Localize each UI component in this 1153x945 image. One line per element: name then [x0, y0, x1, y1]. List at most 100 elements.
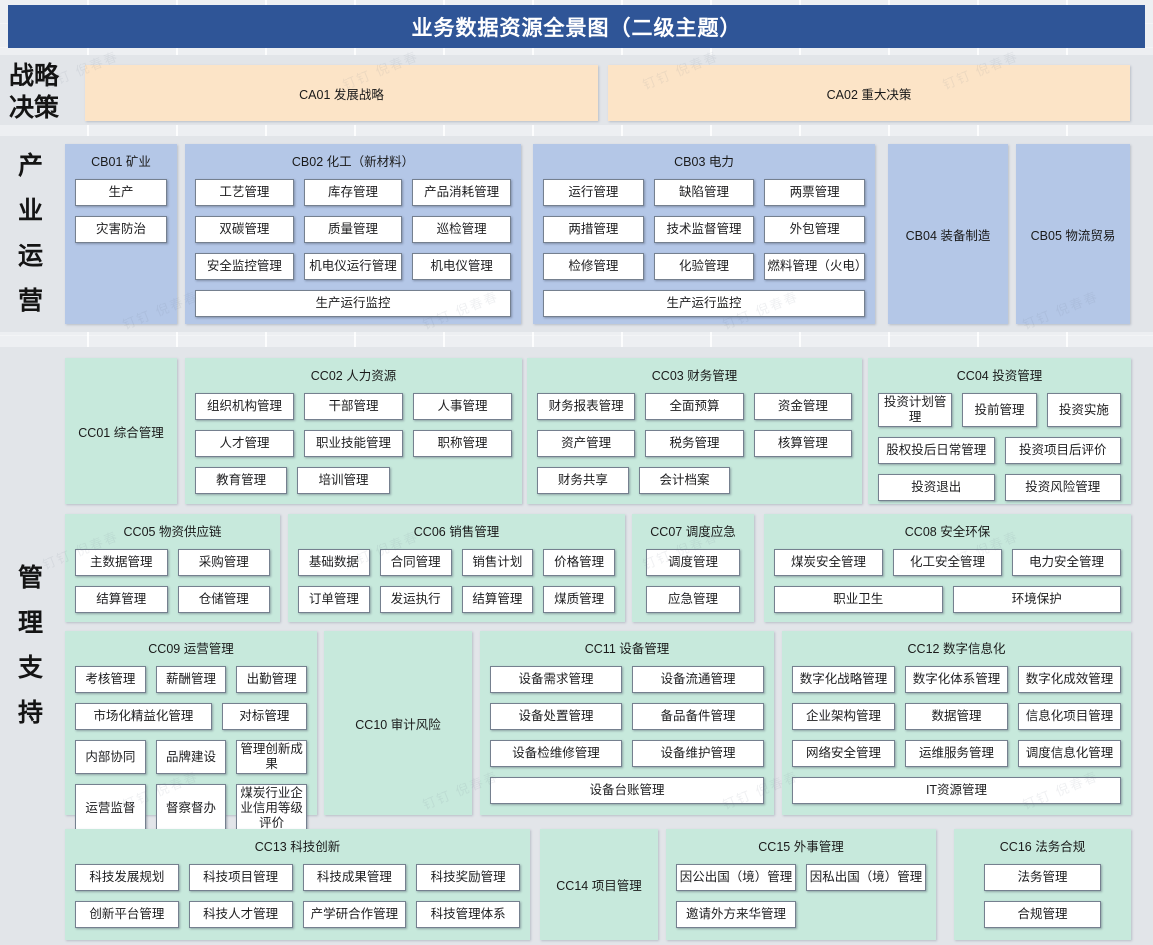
box-cc12-0-2: 数字化成效管理 — [1018, 666, 1121, 693]
box-cc05-1-1: 仓储管理 — [177, 586, 270, 613]
box-cc13-1-3: 科技管理体系 — [416, 901, 520, 928]
box-cc02-0-1: 干部管理 — [304, 393, 403, 420]
block-title-ca01: CA01 发展战略 — [299, 87, 384, 102]
block-title-cc01: CC01 综合管理 — [78, 425, 164, 440]
box-cb03-0-1: 缺陷管理 — [653, 179, 755, 206]
box-cc04-0-2: 投资实施 — [1046, 393, 1121, 427]
box-cc12-2-0: 网络安全管理 — [792, 740, 895, 767]
box-cc06-0-1: 合同管理 — [379, 549, 452, 576]
block-cc16: CC16 法务合规法务管理合规管理 — [954, 829, 1131, 940]
box-cc09-2-0: 内部协同 — [75, 740, 146, 774]
box-cc04-2-1: 投资风险管理 — [1004, 474, 1121, 501]
block-title-cc05: CC05 物资供应链 — [123, 525, 222, 539]
block-title-cb03: CB03 电力 — [674, 155, 734, 169]
box-cb01-0-0: 生产 — [75, 179, 167, 206]
box-cc03-0-0: 财务报表管理 — [537, 393, 636, 420]
block-cc10: CC10 审计风险 — [324, 631, 472, 815]
box-cc07-0-0: 调度管理 — [646, 549, 740, 576]
box-cb02-2-1: 机电仪运行管理 — [303, 253, 403, 280]
box-cb03-2-1: 化验管理 — [653, 253, 755, 280]
box-cc06-0-2: 销售计划 — [461, 549, 534, 576]
box-cb03-1-0: 两措管理 — [543, 216, 644, 243]
box-cc06-1-3: 煤质管理 — [543, 586, 615, 613]
block-title-cc12: CC12 数字信息化 — [907, 642, 1006, 656]
block-cc05: CC05 物资供应链主数据管理采购管理结算管理仓储管理 — [65, 514, 280, 622]
diagram-title-bar: 业务数据资源全景图（二级主题） — [8, 5, 1145, 48]
box-cc11-3-0: 设备台账管理 — [490, 777, 764, 804]
box-cc15-0-1: 因私出国（境）管理 — [806, 864, 926, 891]
block-title-cc16: CC16 法务合规 — [999, 840, 1086, 854]
box-cc11-2-0: 设备检维修管理 — [490, 740, 622, 767]
box-cc03-2-0: 财务共享 — [537, 467, 629, 494]
box-cb02-2-0: 安全监控管理 — [195, 253, 294, 280]
block-cc07: CC07 调度应急调度管理应急管理 — [632, 514, 754, 622]
box-cc15-1-0: 邀请外方来华管理 — [676, 901, 796, 928]
box-cc02-1-0: 人才管理 — [195, 430, 294, 457]
box-cb03-1-2: 外包管理 — [764, 216, 866, 243]
box-cb03-2-2: 燃料管理（火电） — [764, 253, 867, 280]
box-cc09-1-0: 市场化精益化管理 — [75, 703, 212, 730]
box-cc02-2-1: 培训管理 — [297, 467, 390, 494]
block-title-cb05: CB05 物流贸易 — [1030, 228, 1116, 243]
box-cc03-1-1: 税务管理 — [645, 430, 744, 457]
box-cc04-2-0: 投资退出 — [878, 474, 995, 501]
box-cc09-0-1: 薪酬管理 — [155, 666, 227, 693]
box-cc08-0-2: 电力安全管理 — [1012, 549, 1121, 576]
block-cc08: CC08 安全环保煤炭安全管理化工安全管理电力安全管理职业卫生环境保护 — [764, 514, 1131, 622]
box-cc12-3-0: IT资源管理 — [792, 777, 1121, 804]
zone-strategy: CA01 发展战略 CA02 重大决策 — [0, 55, 1153, 125]
block-title-cc08: CC08 安全环保 — [904, 525, 991, 539]
box-cc11-1-0: 设备处置管理 — [490, 703, 622, 730]
box-cc12-0-1: 数字化体系管理 — [905, 666, 1008, 693]
block-cc09: CC09 运营管理考核管理薪酬管理出勤管理市场化精益化管理对标管理内部协同品牌建… — [65, 631, 317, 833]
box-cc16-0-0: 法务管理 — [984, 864, 1101, 891]
block-ca01: CA01 发展战略 — [85, 65, 598, 121]
block-cc04: CC04 投资管理投资计划管理投前管理投资实施股权投后日常管理投资项目后评价投资… — [868, 358, 1131, 504]
zone-label-strategy: 战略决策 — [8, 62, 59, 122]
block-cc11: CC11 设备管理设备需求管理设备流通管理设备处置管理备品备件管理设备检维修管理… — [480, 631, 774, 815]
box-cc12-1-0: 企业架构管理 — [792, 703, 895, 730]
box-cc09-3-2: 煤炭行业企业信用等级评价 — [236, 784, 308, 833]
box-cb03-0-0: 运行管理 — [543, 179, 644, 206]
box-cc04-1-0: 股权投后日常管理 — [878, 437, 995, 464]
block-title-cb01: CB01 矿业 — [91, 155, 151, 169]
box-cc03-1-2: 核算管理 — [753, 430, 852, 457]
box-cc11-2-1: 设备维护管理 — [632, 740, 764, 767]
box-cb02-0-0: 工艺管理 — [195, 179, 294, 206]
box-cc12-1-1: 数据管理 — [905, 703, 1008, 730]
box-cc15-0-0: 因公出国（境）管理 — [676, 864, 796, 891]
box-cc06-1-1: 发运执行 — [379, 586, 452, 613]
block-cc06: CC06 销售管理基础数据合同管理销售计划价格管理订单管理发运执行结算管理煤质管… — [288, 514, 625, 622]
zone-label-industry: 产业运营 — [17, 152, 43, 315]
box-cc03-1-0: 资产管理 — [537, 430, 636, 457]
box-cc06-1-2: 结算管理 — [461, 586, 534, 613]
box-cc09-2-1: 品牌建设 — [155, 740, 227, 774]
box-cc16-1-0: 合规管理 — [984, 901, 1101, 928]
box-cc08-0-0: 煤炭安全管理 — [774, 549, 883, 576]
box-cb02-1-0: 双碳管理 — [195, 216, 294, 243]
box-cb02-0-2: 产品消耗管理 — [412, 179, 512, 206]
box-cc12-0-0: 数字化战略管理 — [792, 666, 895, 693]
box-cc05-1-0: 结算管理 — [75, 586, 168, 613]
block-cc01: CC01 综合管理 — [65, 358, 177, 504]
box-cc04-0-0: 投资计划管理 — [878, 393, 953, 427]
box-cc13-1-0: 创新平台管理 — [75, 901, 179, 928]
block-cc03: CC03 财务管理财务报表管理全面预算资金管理资产管理税务管理核算管理财务共享会… — [527, 358, 862, 504]
block-cc12: CC12 数字信息化数字化战略管理数字化体系管理数字化成效管理企业架构管理数据管… — [782, 631, 1131, 815]
block-title-cb04: CB04 装备制造 — [905, 228, 991, 243]
box-cc13-0-2: 科技成果管理 — [302, 864, 407, 891]
box-cb02-3-0: 生产运行监控 — [195, 290, 511, 317]
box-cc05-0-0: 主数据管理 — [75, 549, 168, 576]
block-cb02: CB02 化工（新材料）工艺管理库存管理产品消耗管理双碳管理质量管理巡检管理安全… — [185, 144, 521, 324]
box-cc09-3-0: 运营监督 — [75, 784, 146, 833]
box-cc04-1-1: 投资项目后评价 — [1004, 437, 1121, 464]
block-ca02: CA02 重大决策 — [608, 65, 1130, 121]
box-cc13-0-0: 科技发展规划 — [75, 864, 179, 891]
block-title-cb02: CB02 化工（新材料） — [291, 155, 415, 169]
block-cc15: CC15 外事管理因公出国（境）管理因私出国（境）管理邀请外方来华管理 — [666, 829, 936, 940]
block-title-cc02: CC02 人力资源 — [310, 369, 397, 383]
box-cc08-1-0: 职业卫生 — [774, 586, 943, 613]
block-title-ca02: CA02 重大决策 — [826, 87, 912, 102]
